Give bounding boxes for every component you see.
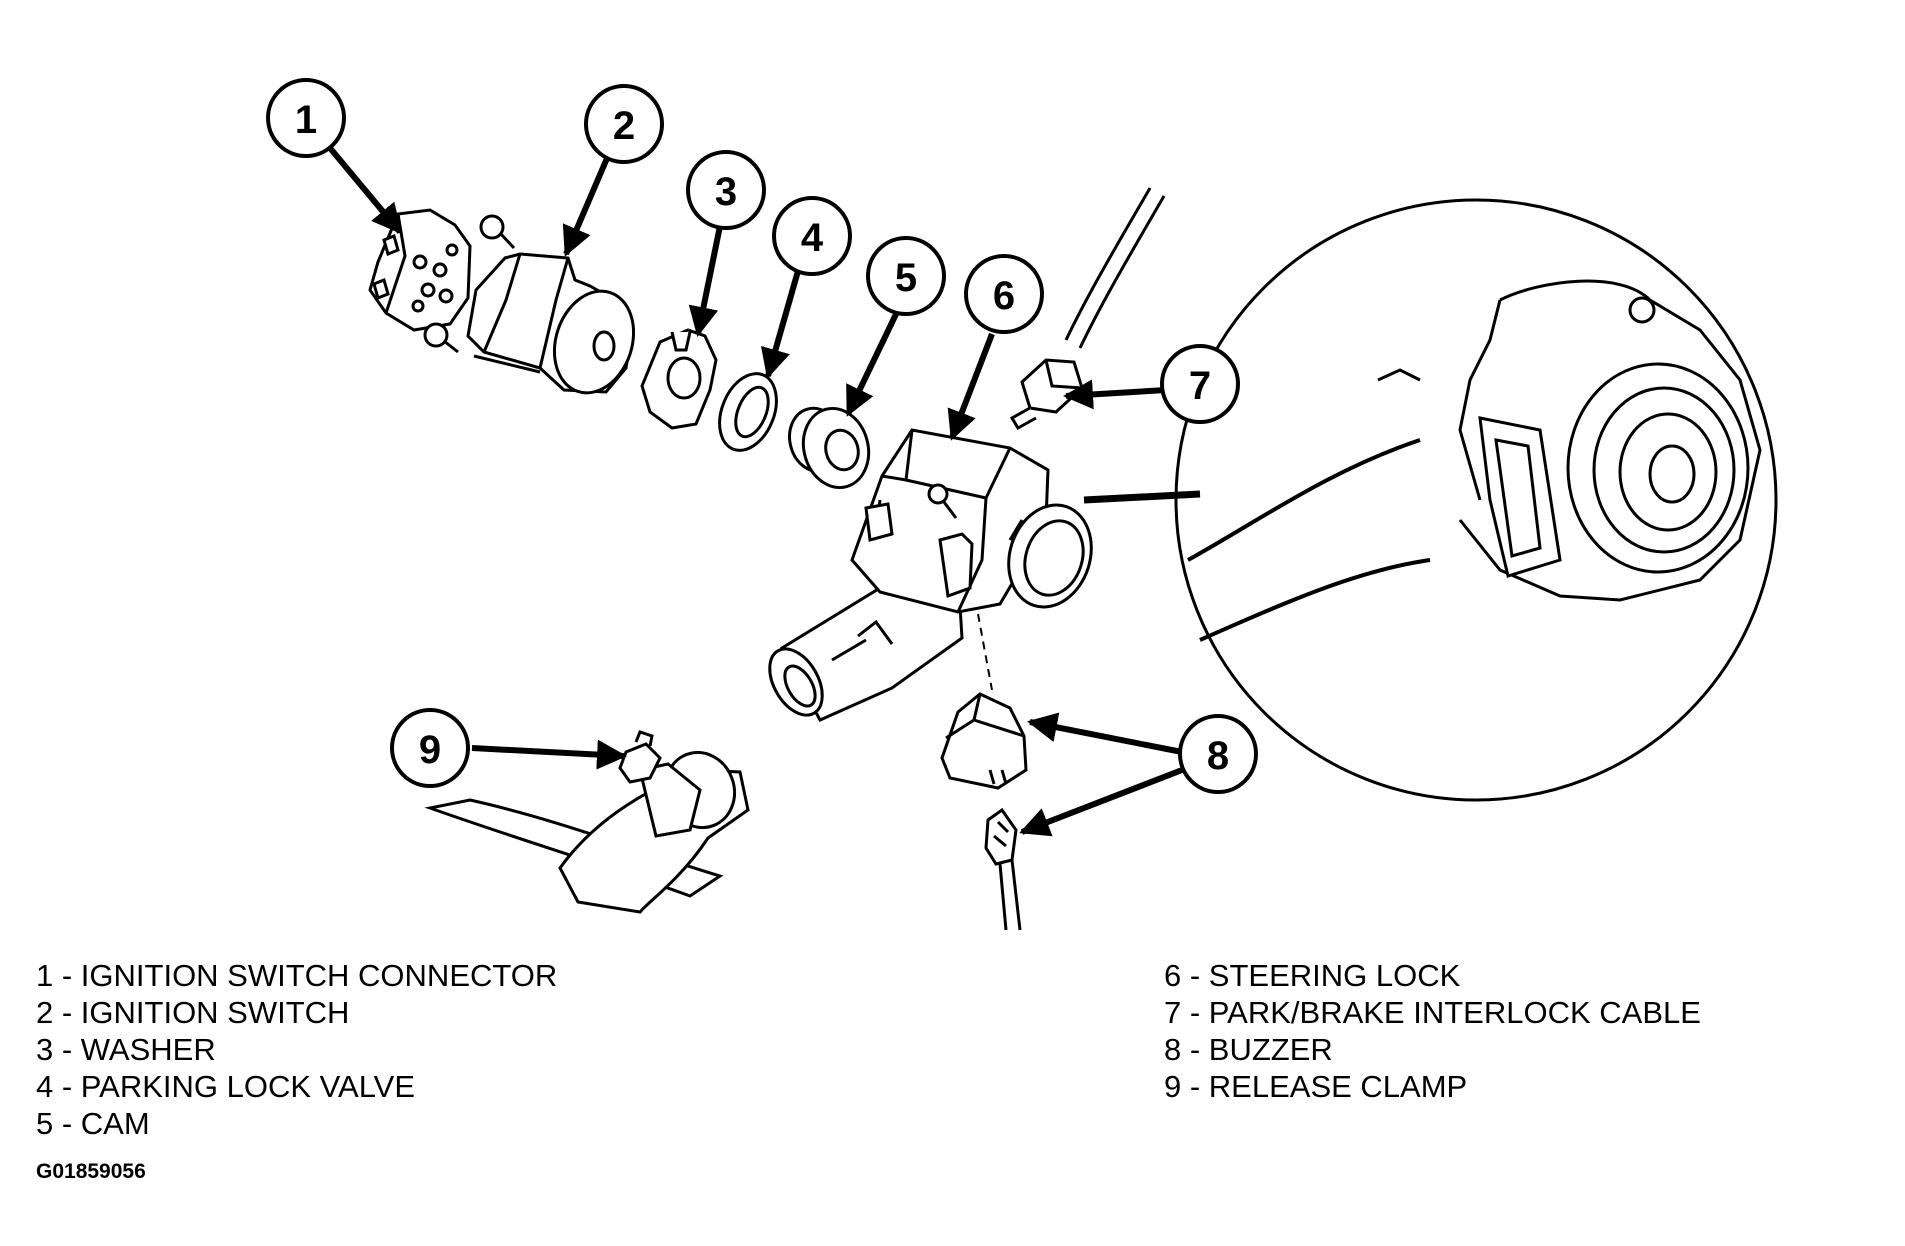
svg-text:1: 1 bbox=[295, 98, 317, 142]
legend-item-4: 4 - PARKING LOCK VALVE bbox=[36, 1069, 415, 1104]
svg-text:2: 2 bbox=[613, 104, 635, 148]
svg-text:4: 4 bbox=[801, 216, 824, 260]
svg-text:3: 3 bbox=[715, 170, 737, 214]
legend-left: 1 - IGNITION SWITCH CONNECTOR 2 - IGNITI… bbox=[36, 958, 557, 1141]
callout-8: 8 bbox=[1178, 714, 1258, 794]
washer-part bbox=[640, 328, 718, 430]
leader-5 bbox=[845, 308, 901, 417]
steering-lock-part bbox=[768, 428, 1093, 722]
svg-text:8: 8 bbox=[1207, 734, 1229, 778]
callout-5: 5 bbox=[866, 236, 946, 316]
leader-4 bbox=[760, 263, 803, 379]
callout-4: 4 bbox=[772, 196, 852, 276]
svg-text:5: 5 bbox=[895, 256, 917, 300]
leader-7 bbox=[1063, 379, 1167, 410]
parking-lock-valve-part bbox=[718, 372, 778, 452]
svg-text:6: 6 bbox=[993, 274, 1015, 318]
callout-6: 6 bbox=[964, 254, 1044, 334]
leader-1 bbox=[327, 146, 403, 235]
leader-9 bbox=[471, 739, 627, 770]
legend-item-9: 9 - RELEASE CLAMP bbox=[1164, 1069, 1467, 1104]
cam-part bbox=[788, 406, 871, 490]
legend-item-7: 7 - PARK/BRAKE INTERLOCK CABLE bbox=[1164, 995, 1701, 1030]
buzzer-part bbox=[940, 692, 1028, 790]
callout-9: 9 bbox=[390, 708, 470, 788]
callout-1: 1 bbox=[266, 78, 346, 158]
legend-item-8: 8 - BUZZER bbox=[1164, 1032, 1333, 1067]
magnified-detail bbox=[1083, 198, 1778, 802]
callout-3: 3 bbox=[686, 150, 766, 230]
leader-6 bbox=[947, 332, 995, 441]
alignment-line bbox=[977, 613, 993, 691]
ignition-switch-connector-part bbox=[368, 208, 472, 332]
callout-2: 2 bbox=[584, 84, 664, 164]
legend-item-6: 6 - STEERING LOCK bbox=[1164, 958, 1461, 993]
legend-item-3: 3 - WASHER bbox=[36, 1032, 216, 1067]
buzzer-wire-connector bbox=[984, 807, 1022, 931]
leader-8a bbox=[1027, 712, 1183, 755]
release-clamp-part bbox=[424, 730, 750, 914]
legend-right: 6 - STEERING LOCK 7 - PARK/BRAKE INTERLO… bbox=[1164, 958, 1701, 1104]
legend-item-5: 5 - CAM bbox=[36, 1106, 150, 1141]
ignition-switch-part bbox=[466, 252, 636, 395]
leader-2 bbox=[562, 154, 611, 257]
svg-text:9: 9 bbox=[419, 728, 441, 772]
legend-item-2: 2 - IGNITION SWITCH bbox=[36, 995, 349, 1030]
mounting-screw-upper bbox=[479, 214, 516, 250]
leader-3 bbox=[688, 225, 723, 337]
callout-7: 7 bbox=[1160, 344, 1240, 424]
mounting-screw-lower bbox=[423, 322, 459, 354]
svg-text:7: 7 bbox=[1189, 364, 1211, 408]
leader-arrows bbox=[327, 146, 1184, 837]
legend-item-1: 1 - IGNITION SWITCH CONNECTOR bbox=[36, 958, 557, 993]
leader-8b bbox=[1019, 767, 1184, 837]
figure-id: G01859056 bbox=[36, 1160, 146, 1183]
